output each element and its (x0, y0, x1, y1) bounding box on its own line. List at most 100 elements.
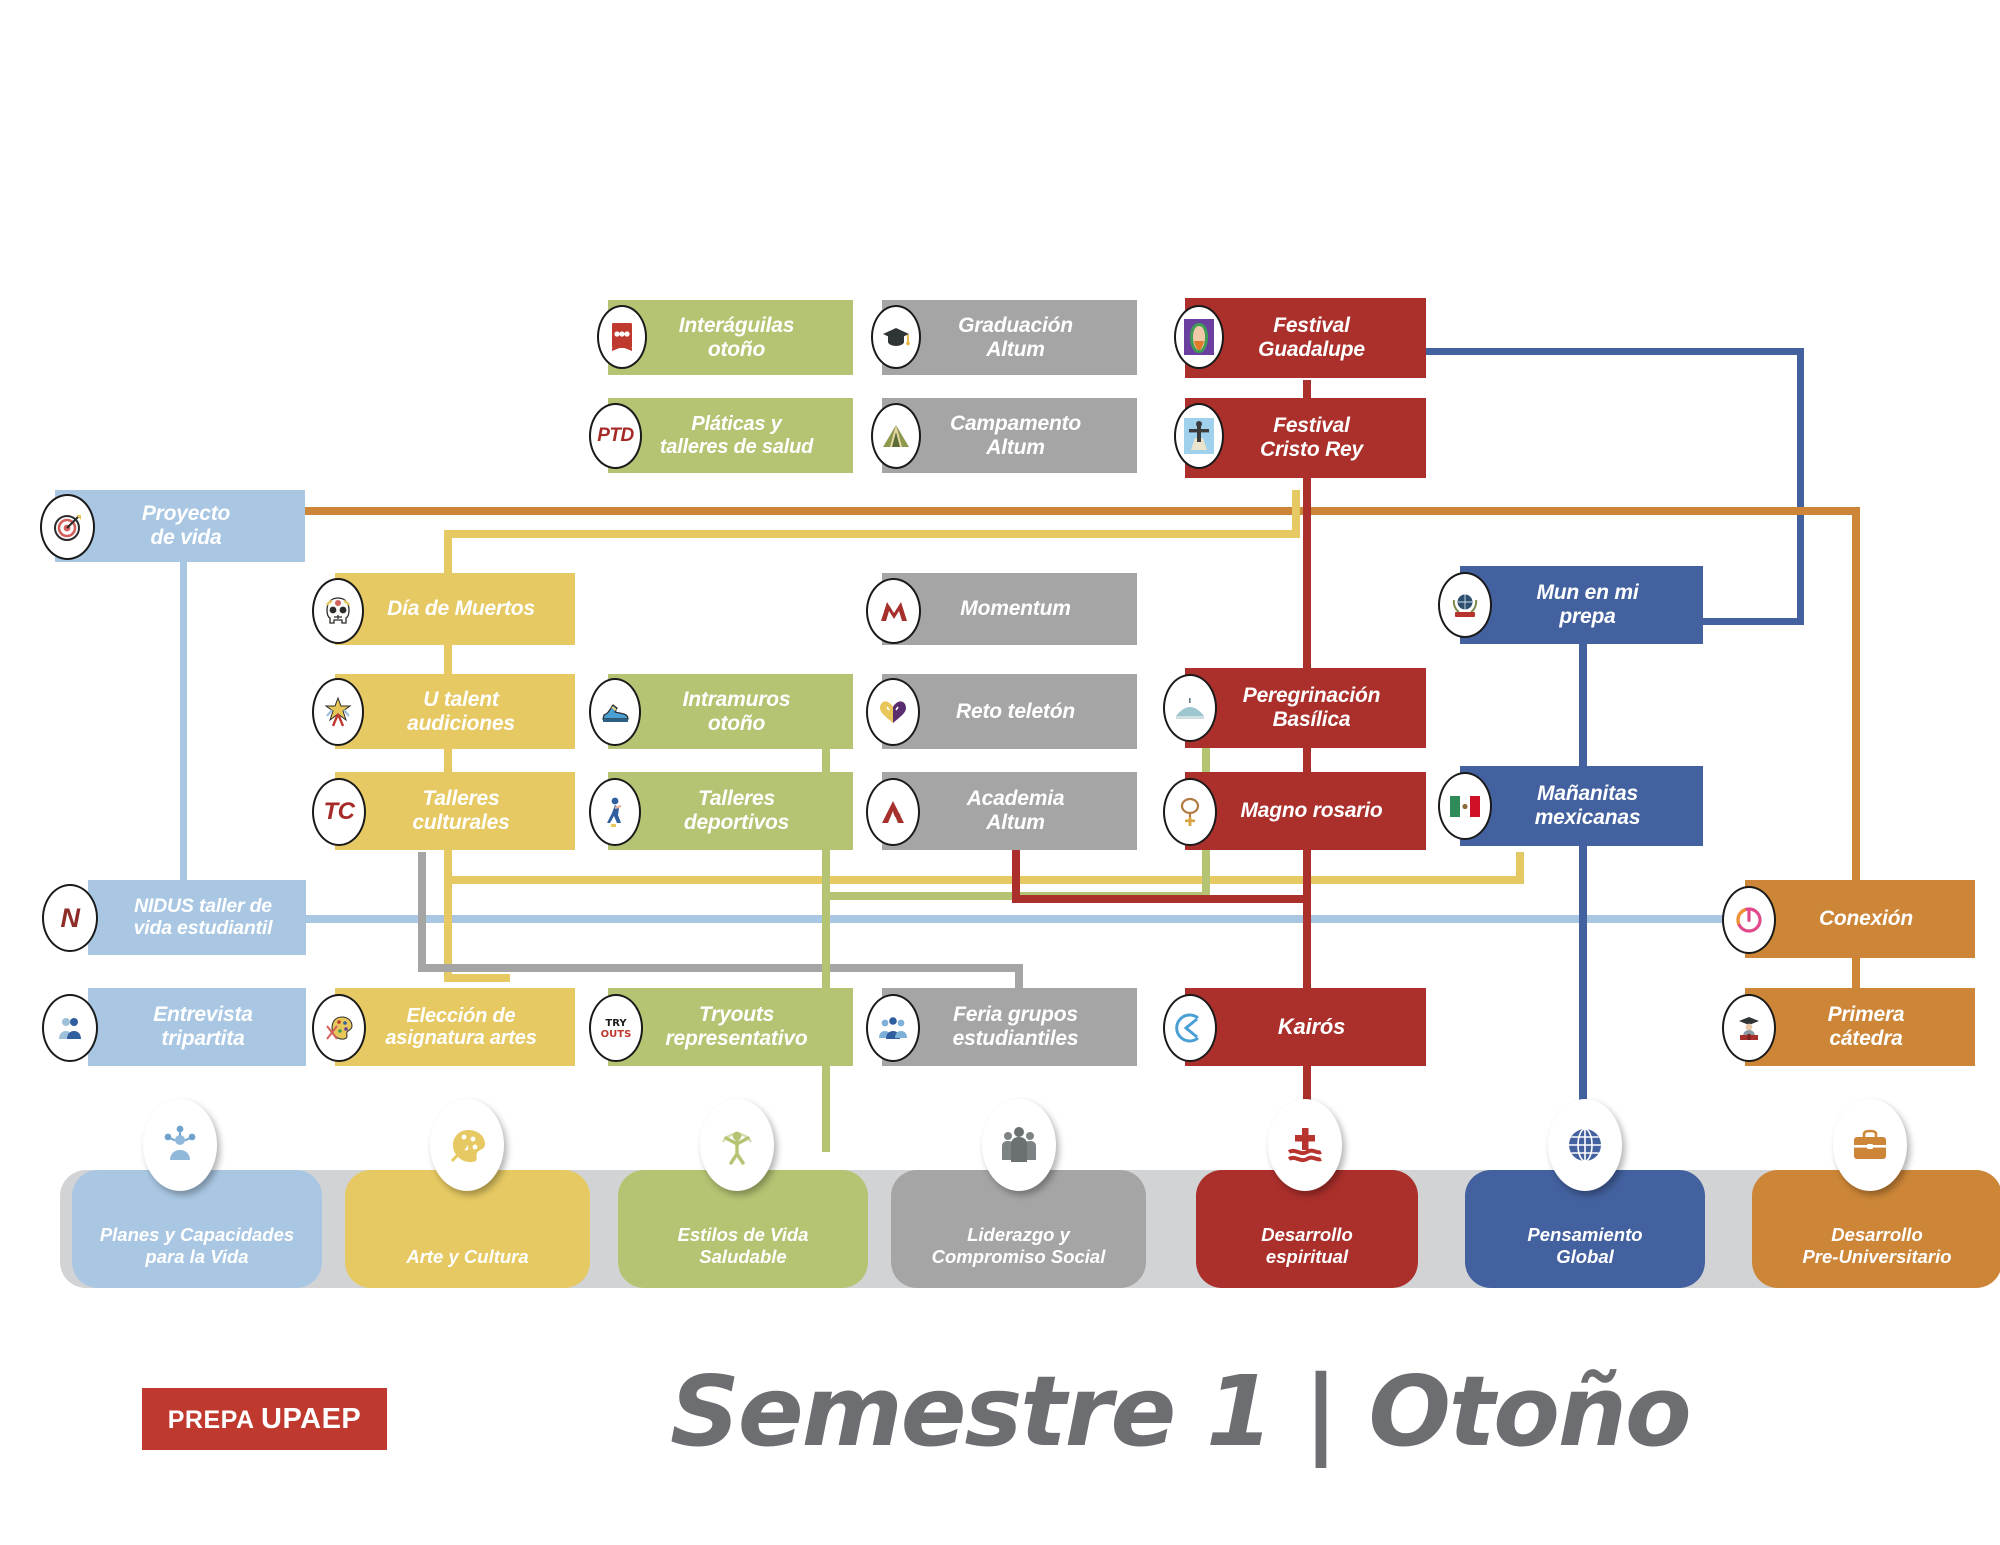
active-person-icon (700, 1099, 774, 1191)
connector-red-academia-h (1012, 895, 1309, 903)
mexico-flag-icon (1438, 772, 1492, 840)
basilica-icon (1163, 674, 1217, 742)
category-label: Arte y Cultura (406, 1245, 529, 1267)
altum-a-icon (866, 778, 920, 846)
node-kairos[interactable]: Kairós (1185, 988, 1426, 1066)
momentum-m-icon (866, 578, 921, 644)
category-planes-capacidades[interactable]: Planes y Capacidades para la Vida (72, 1170, 322, 1288)
connector-gray-h (418, 964, 1023, 972)
connector-blue-mun-down (1579, 640, 1587, 1160)
target-icon (40, 494, 95, 560)
connector-yellow-top (444, 530, 1300, 538)
connector-yellow-bottom (444, 974, 510, 982)
network-person-icon (143, 1099, 217, 1191)
briefcase-icon (1833, 1099, 1907, 1191)
tc-icon: TC (312, 778, 366, 846)
connector-guadalupe-mun (1426, 348, 1804, 355)
category-label: Planes y Capacidades para la Vida (99, 1223, 295, 1267)
tent-icon (871, 403, 921, 469)
mun-globe-laurel-icon (1438, 572, 1492, 638)
art-palette-scissors-icon (312, 994, 366, 1062)
graduation-cap-icon (871, 305, 921, 369)
kairos-icon (1163, 994, 1217, 1062)
node-reto-teleton[interactable]: Reto teletón (882, 674, 1137, 749)
connector-yellow-mananitas (1516, 852, 1524, 884)
category-label: Estilos de Vida Saludable (677, 1223, 809, 1267)
category-label: Desarrollo Pre-Universitario (1802, 1223, 1952, 1267)
connector-yellow-up (1292, 490, 1300, 538)
connector-guadalupe-mun-v (1797, 348, 1804, 622)
connector-proyecto-nidus (180, 542, 187, 895)
power-button-icon (1722, 886, 1776, 954)
node-label: Reto teletón (956, 699, 1075, 723)
node-momentum[interactable]: Momentum (882, 573, 1137, 645)
node-dia-de-muertos[interactable]: Día de Muertos (335, 573, 575, 645)
node-label: Kairós (1277, 1013, 1346, 1039)
globe-icon (1548, 1099, 1622, 1191)
node-magno-rosario[interactable]: Magno rosario (1185, 772, 1426, 850)
node-label: Día de Muertos (387, 597, 535, 621)
svg-text:OUTS: OUTS (601, 1029, 632, 1040)
sugar-skull-icon (312, 578, 364, 644)
category-estilos-vida-saludable[interactable]: Estilos de Vida Saludable (618, 1170, 868, 1288)
category-label: Liderazgo y Compromiso Social (931, 1223, 1106, 1267)
interview-people-icon (42, 994, 98, 1062)
connector-yellow-left-v (444, 530, 452, 982)
virgin-guadalupe-icon (1174, 305, 1224, 369)
prepa-upaep-logo: PREPA UPAEP (142, 1388, 387, 1450)
node-label: Conexión (1818, 907, 1914, 931)
node-conexion[interactable]: Conexión (1745, 880, 1975, 958)
category-label: Pensamiento Global (1527, 1223, 1643, 1267)
connector-nidus-horizontal (300, 915, 1747, 923)
people-group-icon (982, 1099, 1056, 1191)
connector-red-academia (1012, 842, 1020, 902)
logo-text: PREPA UPAEP (167, 1402, 362, 1435)
connector-yellow-mid (444, 876, 1524, 884)
teleton-hands-icon (866, 678, 920, 746)
node-label: Momentum (960, 597, 1071, 621)
christ-statue-icon (1174, 403, 1224, 469)
connector-gray-v2 (1015, 964, 1023, 992)
connector-orange-main (300, 507, 1860, 515)
ptd-icon: PTD (589, 403, 642, 469)
connector-orange-down (1852, 507, 1860, 897)
